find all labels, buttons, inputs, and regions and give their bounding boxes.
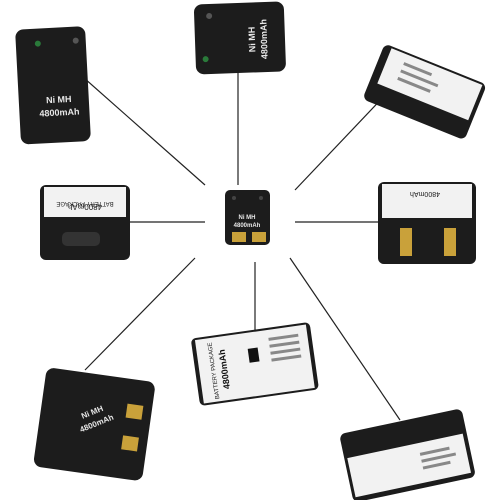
battery-top-left: Ni MH 4800mAh <box>15 26 91 145</box>
top-left-cap-text: 4800mAh <box>39 107 79 119</box>
connector-line <box>84 257 196 371</box>
top-middle-chem-text: Ni MH <box>247 27 258 53</box>
battery-top-middle: Ni MH 4800mAh <box>194 1 286 75</box>
top-middle-cap-text: 4800mAh <box>258 19 269 59</box>
battery-bottom-center: BATTERY PACKAGE 4800mAh <box>191 322 319 406</box>
top-left-chem-text: Ni MH <box>46 94 72 105</box>
connector-line <box>294 89 391 191</box>
connector-line <box>289 257 401 421</box>
connector-lines <box>74 69 401 421</box>
middle-left-package-text: BATTERY PACKAGE <box>56 200 113 206</box>
battery-center: Ni MH 4800mAh <box>225 190 270 245</box>
middle-left-cap-text: 4800mAh <box>68 202 102 211</box>
battery-top-right <box>364 45 486 139</box>
battery-bottom-left: Ni MH 4800mAh <box>33 368 155 481</box>
center-chem-text: Ni MH <box>239 215 256 221</box>
middle-right-cap-text: 4800mAh <box>410 190 440 197</box>
battery-bottom-right <box>340 409 475 500</box>
center-cap-text: 4800mAh <box>234 223 261 229</box>
battery-middle-left: BATTERY PACKAGE 4800mAh <box>40 185 130 260</box>
battery-middle-right: 4800mAh <box>378 182 476 264</box>
connector-line <box>74 69 206 186</box>
